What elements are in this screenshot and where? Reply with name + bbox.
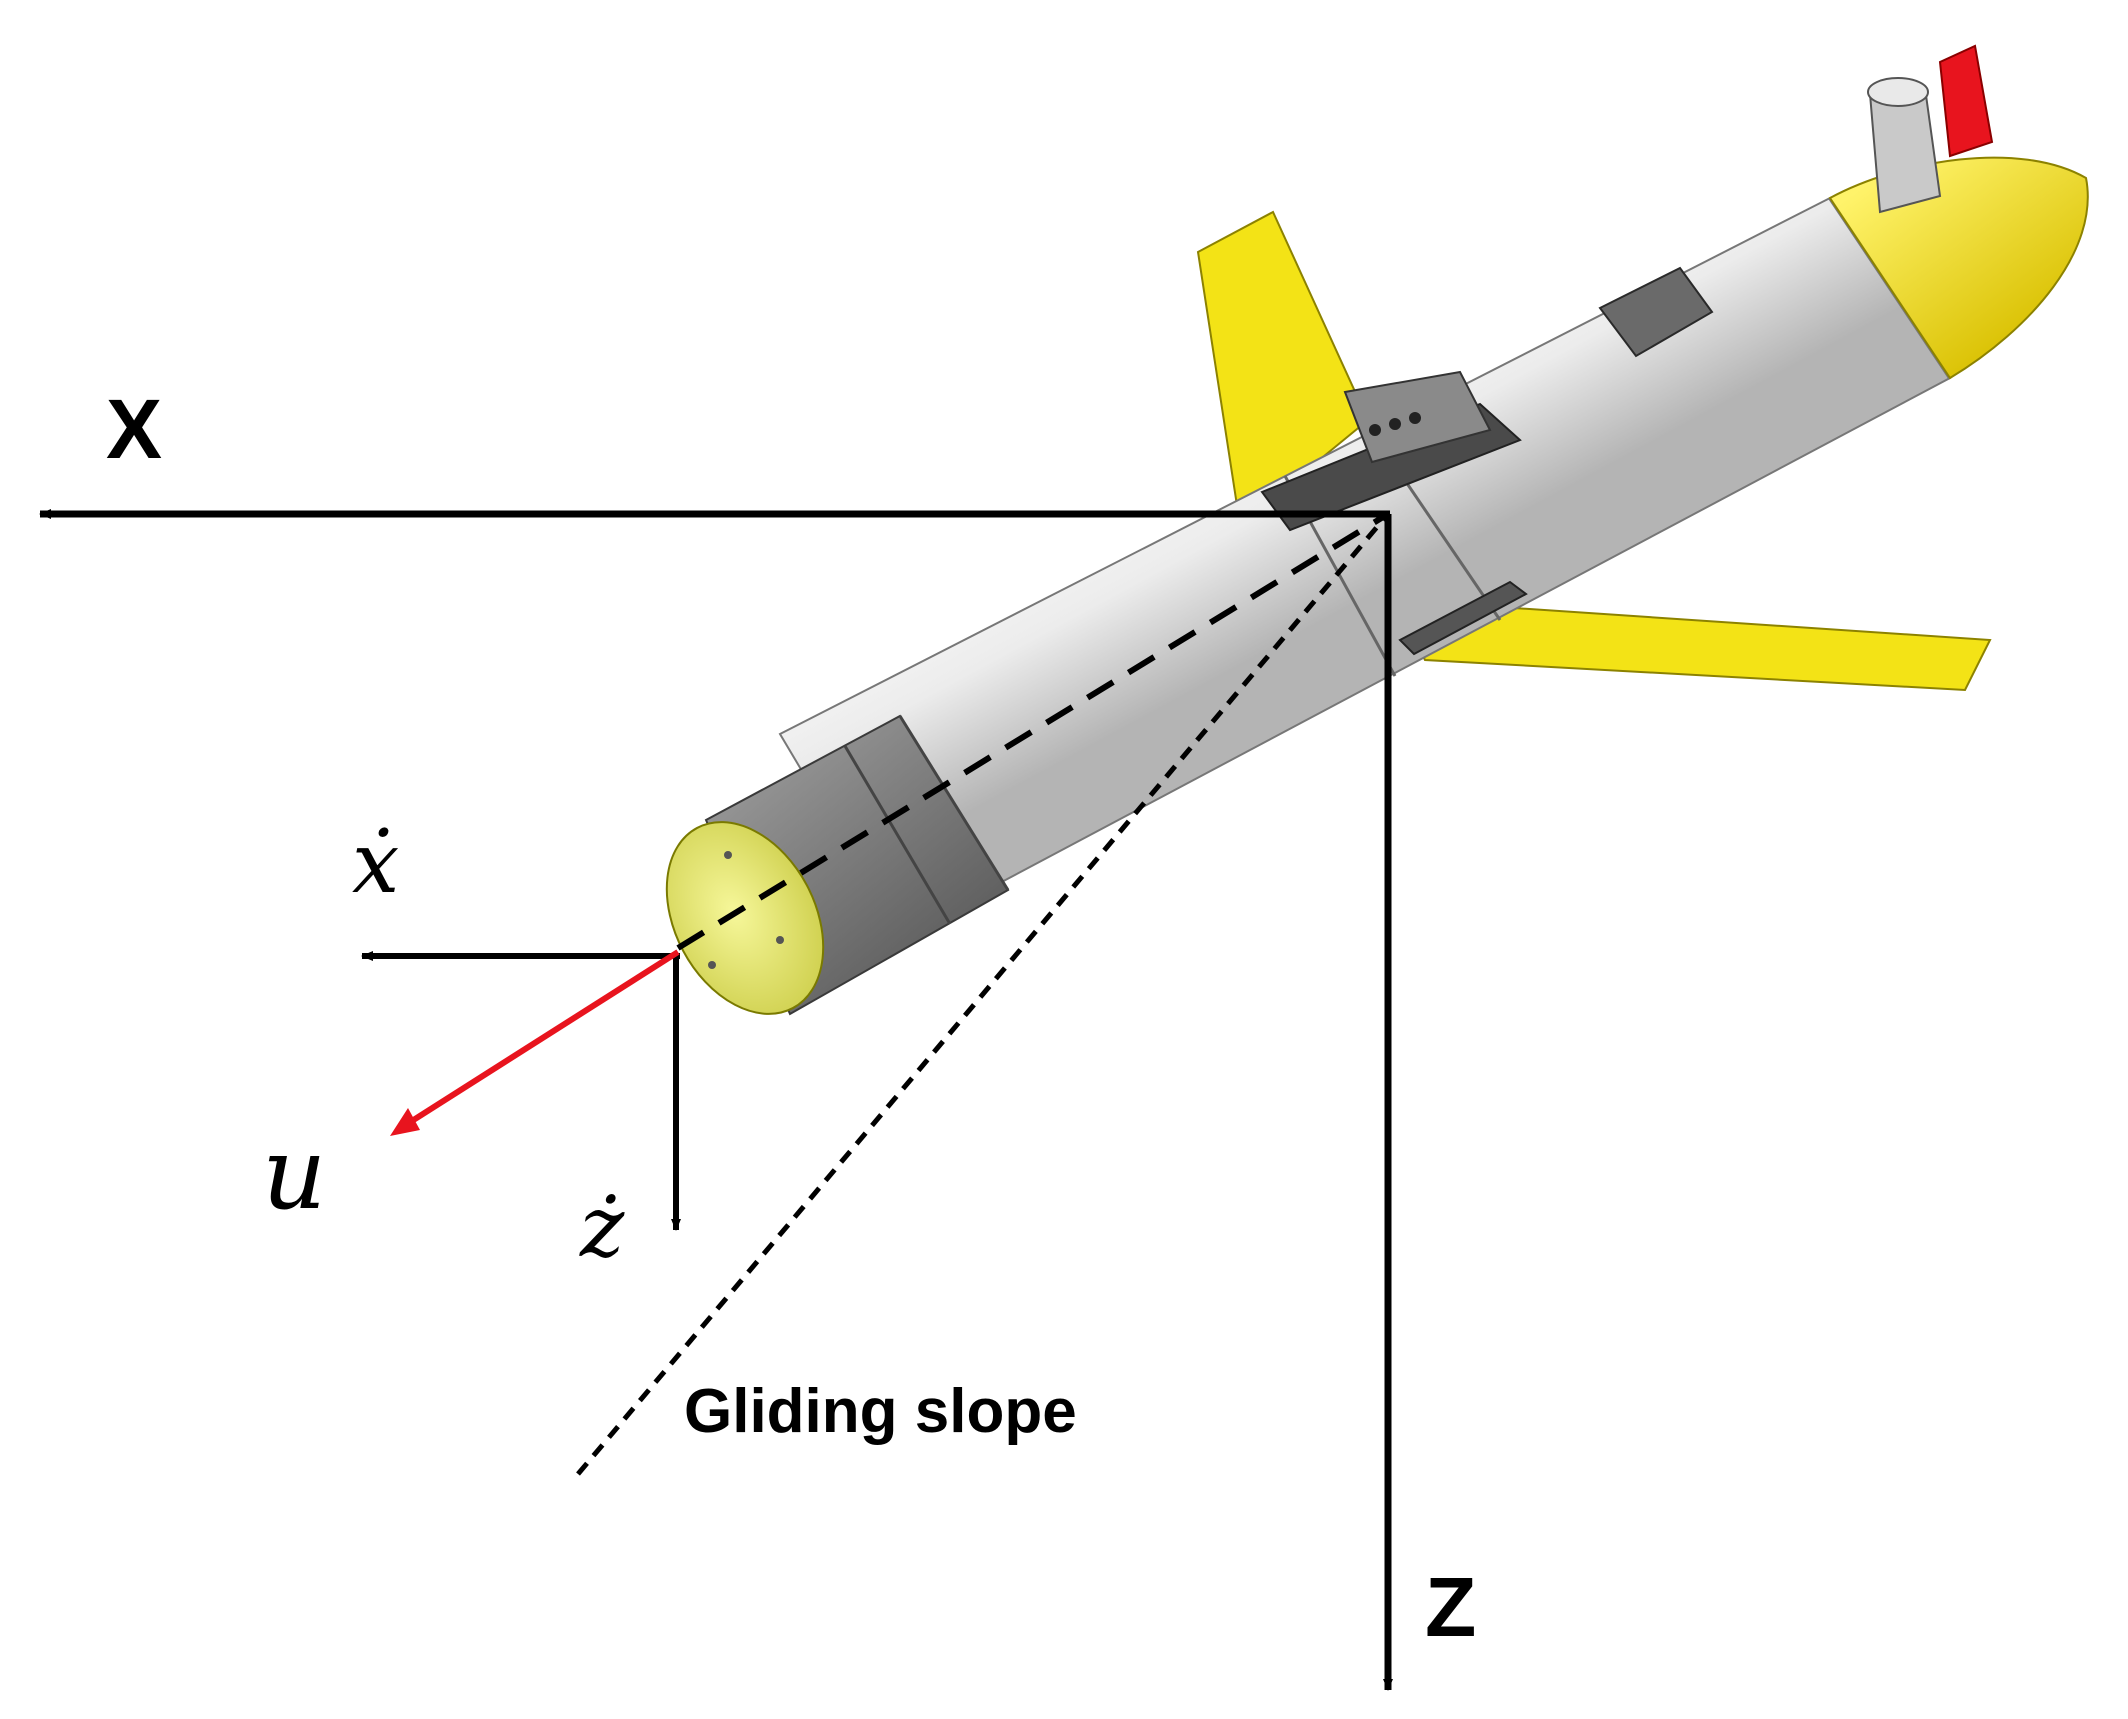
x-dot-label: ẋ (352, 814, 399, 912)
sensor-box (1598, 266, 1714, 358)
antenna-top (1867, 77, 1929, 107)
u-label: u (262, 1115, 326, 1232)
nose-cone (665, 821, 825, 1015)
nose-port (776, 936, 784, 944)
z-axis-label: Z (1425, 1560, 1476, 1654)
underwater-glider-icon (665, 44, 2089, 1016)
gliding-slope-label: Gliding slope (684, 1377, 1077, 1446)
u-velocity-arrowhead (390, 1108, 420, 1136)
lower-bracket (1398, 580, 1528, 656)
bracket-hole (1389, 418, 1401, 430)
u-velocity-line (402, 949, 680, 1129)
nose-port (724, 851, 732, 859)
z-dot-label: ż (579, 1178, 625, 1276)
nose-section-ring (898, 715, 1010, 891)
bracket-hole (1409, 412, 1421, 424)
nose-port (708, 961, 716, 969)
antenna-flag (1938, 44, 1994, 158)
nose-section-ring (843, 745, 952, 925)
x-axis-label: X (106, 382, 162, 476)
bracket-hole (1369, 424, 1381, 436)
gliding-slope-line (576, 512, 1390, 1476)
glider-center-axis (676, 511, 1390, 951)
